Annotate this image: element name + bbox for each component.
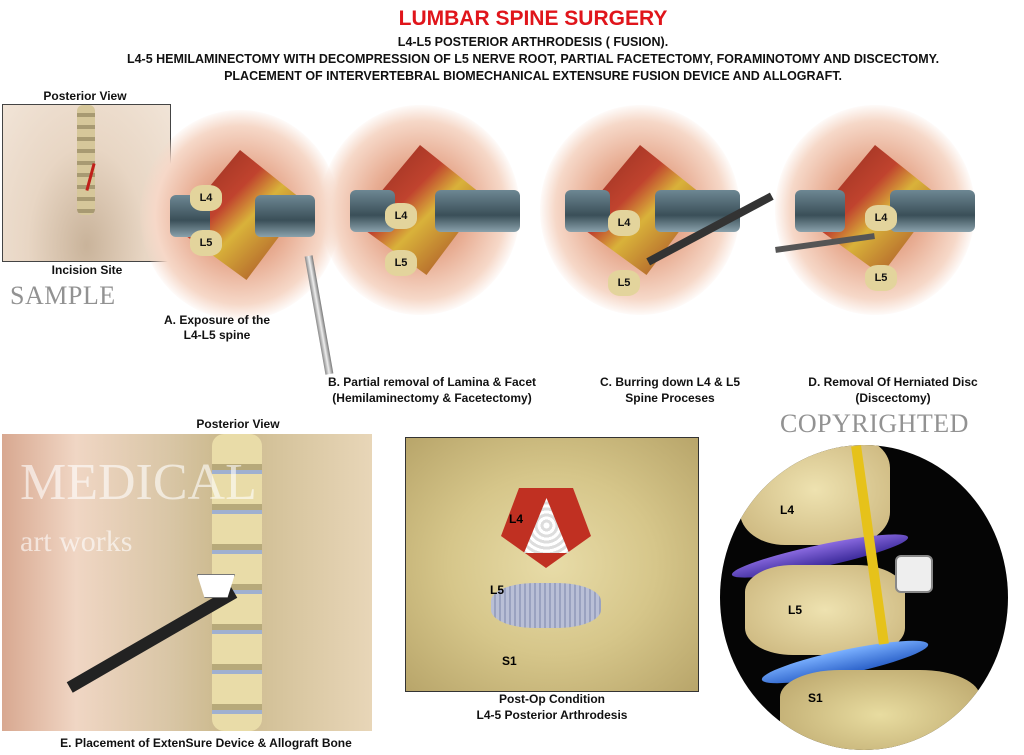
subtitle-device: PLACEMENT OF INTERVERTEBRAL BIOMECHANICA… (224, 69, 842, 83)
l5-label: L5 (190, 230, 222, 256)
s1-sacrum (780, 670, 980, 750)
l5-label: L5 (490, 583, 505, 597)
page-title: LUMBAR SPINE SURGERY (398, 7, 668, 30)
step-b-image: L4 L5 (304, 105, 520, 375)
retractor (255, 195, 315, 237)
postop-image: L4 L5 S1 (405, 437, 699, 692)
s1-label: S1 (808, 691, 823, 705)
l5-label: L5 (385, 250, 417, 276)
cauda-equina (491, 583, 601, 628)
retractor (890, 190, 975, 232)
extensure-device (895, 555, 933, 593)
retractor (655, 190, 740, 232)
retractor (435, 190, 520, 232)
l4-label: L4 (865, 205, 897, 231)
incision-caption: Incision Site (51, 263, 123, 277)
lateral-view-image: L4 L5 S1 (720, 445, 1008, 750)
step-a-caption-1: A. Exposure of the (163, 313, 271, 327)
l4-label: L4 (509, 512, 524, 526)
step-a-image: L4 L5 (140, 110, 340, 320)
l4-label: L4 (385, 203, 417, 229)
s1-label: S1 (502, 654, 517, 668)
incision-view-label: Posterior View (43, 89, 127, 103)
placement-view-label: Posterior View (196, 417, 280, 431)
watermark: COPYRIGHTED (780, 409, 969, 438)
step-c-image: L4 L5 (540, 105, 774, 315)
step-a-caption-2: L4-L5 spine (183, 328, 251, 342)
l5-label: L5 (788, 603, 803, 617)
step-c-caption-2: Spine Proceses (625, 391, 715, 405)
incision-site-image (2, 104, 171, 262)
subtitle-details: L4-5 HEMILAMINECTOMY WITH DECOMPRESSION … (126, 52, 940, 66)
retractor (565, 190, 610, 232)
l4-label: L4 (190, 185, 222, 211)
l5-label: L5 (865, 265, 897, 291)
step-b-caption-2: (Hemilaminectomy & Facetectomy) (332, 391, 532, 405)
spine-outline (77, 105, 95, 215)
postop-caption-1: Post-Op Condition (499, 692, 605, 706)
placement-image (2, 434, 372, 731)
retractor (795, 190, 845, 232)
subtitle-procedure: L4-L5 POSTERIOR ARTHRODESIS ( FUSION). (397, 35, 669, 49)
l5-label: L5 (608, 270, 640, 296)
step-b-caption-1: B. Partial removal of Lamina & Facet (327, 375, 537, 389)
step-c-caption-1: C. Burring down L4 & L5 (600, 375, 740, 389)
l4-label: L4 (608, 210, 640, 236)
step-d-caption-1: D. Removal Of Herniated Disc (808, 375, 978, 389)
l4-label: L4 (780, 503, 795, 517)
postop-caption-2: L4-5 Posterior Arthrodesis (476, 708, 628, 722)
watermark-sample: SAMPLE (10, 281, 116, 310)
step-d-image: L4 L5 (775, 105, 975, 315)
step-d-caption-2: (Discectomy) (855, 391, 931, 405)
placement-caption: E. Placement of ExtenSure Device & Allog… (60, 736, 352, 750)
